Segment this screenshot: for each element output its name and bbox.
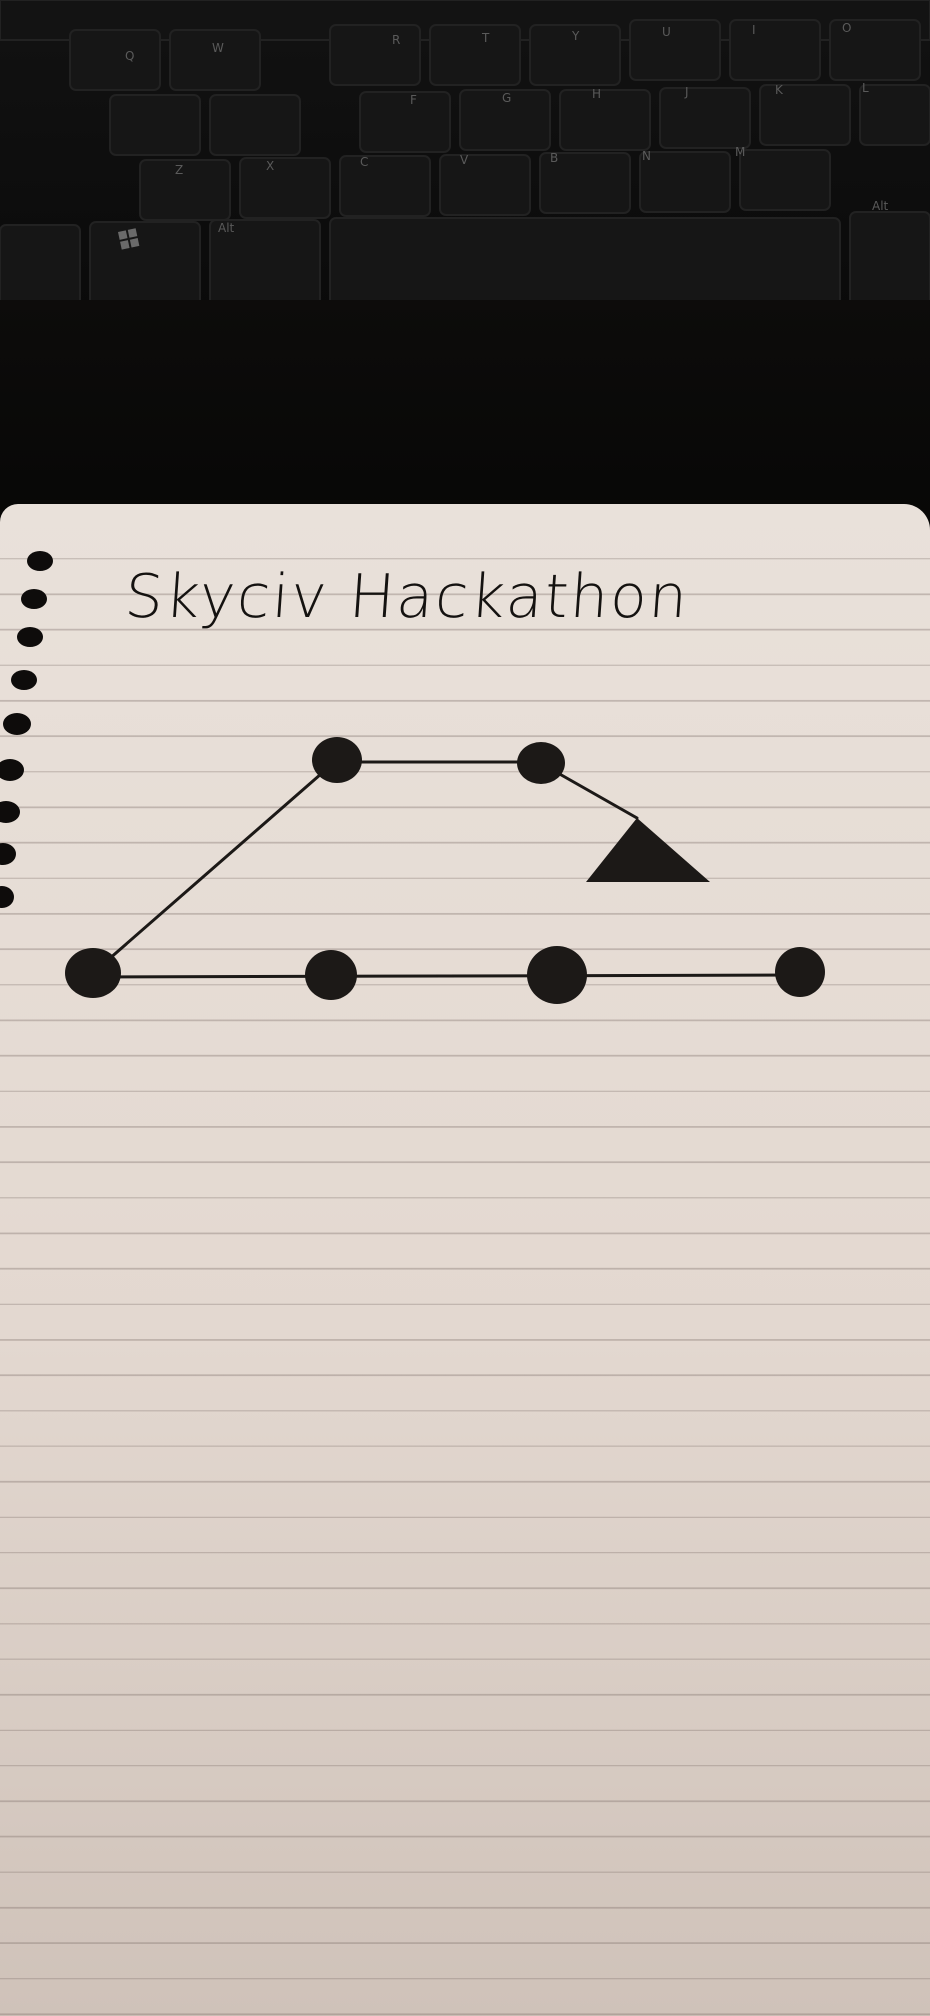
member-inclined-left <box>91 758 339 975</box>
windows-logo-icon <box>118 228 140 250</box>
key-label: Q <box>125 49 134 63</box>
key-label: U <box>662 25 671 39</box>
filled-node-icon <box>305 950 357 1000</box>
pin-support-triangle-icon <box>586 818 710 882</box>
desk-surface <box>0 300 930 530</box>
key-label: B <box>550 151 558 165</box>
ruled-lines <box>0 504 930 2016</box>
filled-node-icon <box>527 946 587 1004</box>
key-label: T <box>481 31 490 45</box>
notebook-page <box>0 504 930 2016</box>
key-label: G <box>502 91 511 105</box>
key-label: N <box>642 149 651 163</box>
filled-node-icon <box>65 948 121 998</box>
key-label: M <box>735 145 745 159</box>
key-label: Alt <box>218 221 235 235</box>
key-label: Z <box>175 163 183 177</box>
filled-node-icon <box>517 742 565 784</box>
nodes <box>65 737 825 1004</box>
keyboard-keys: Q W R T Y U I O F G H J K L Z X C V B N … <box>0 0 930 316</box>
member-bottom-chord <box>91 973 802 979</box>
key-label: H <box>592 87 601 101</box>
key-label: F <box>410 93 417 107</box>
key-label: Alt <box>872 199 889 213</box>
key-label: I <box>752 23 756 37</box>
key-label: O <box>842 21 851 35</box>
keyboard-background: Q W R T Y U I O F G H J K L Z X C V B N … <box>0 0 930 320</box>
key-label: R <box>392 33 400 47</box>
key-label: V <box>460 153 469 167</box>
key-label: K <box>775 83 784 97</box>
binder-holes <box>0 551 53 908</box>
key-label: X <box>266 159 274 173</box>
filled-node-icon <box>775 947 825 997</box>
key-label: W <box>212 41 224 55</box>
key-label: C <box>360 155 368 169</box>
filled-node-icon <box>312 737 362 783</box>
key-label: L <box>862 81 869 95</box>
key-label: J <box>684 85 689 99</box>
key-label: Y <box>571 29 580 43</box>
